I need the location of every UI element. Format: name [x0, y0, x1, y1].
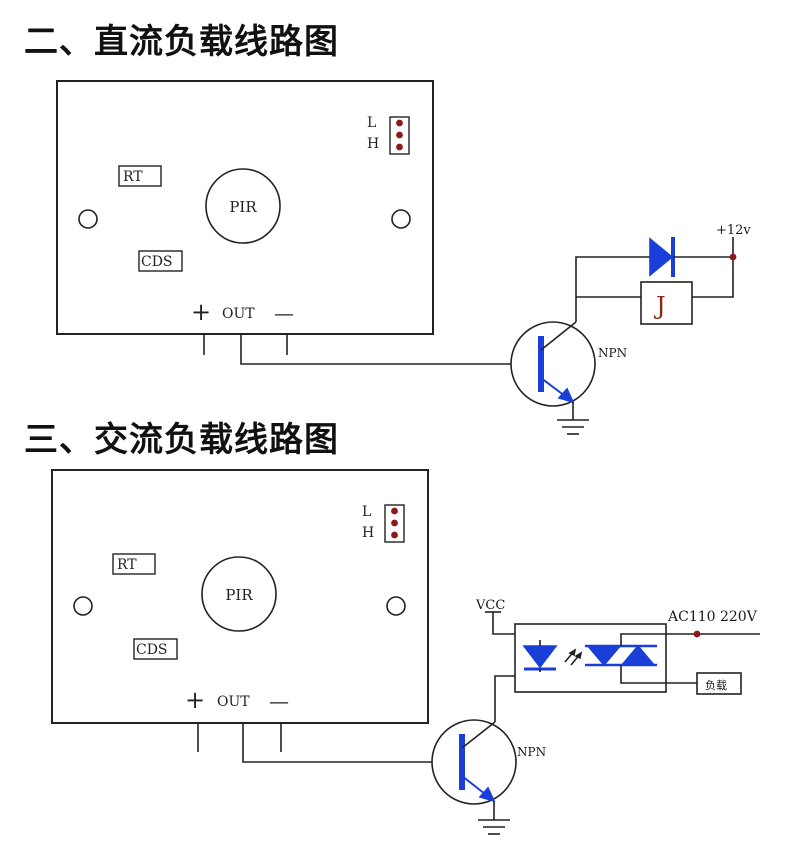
emitter-arrow: [478, 786, 496, 803]
supply-junction: [729, 253, 737, 261]
board-outline: [56, 80, 434, 335]
jumper-pin: [396, 119, 403, 127]
base-wire: [240, 355, 541, 365]
relay-label: J: [653, 292, 666, 320]
jumper-l-label: L: [362, 504, 371, 520]
relay-coil: [640, 281, 693, 325]
transistor-collector: [540, 321, 577, 351]
cds-label: CDS: [141, 254, 173, 270]
collector-wire: [575, 256, 650, 322]
jumper-pin: [396, 143, 403, 151]
triac-top-wire: [620, 633, 697, 646]
out-minus-sign: —: [269, 689, 289, 713]
vcc-label: VCC: [475, 598, 505, 613]
transistor-collector: [461, 721, 496, 749]
mounting-hole-left: [73, 596, 93, 616]
npn-transistor: [431, 719, 517, 805]
sensor-board-ac: PIR RT CDS L H + OUT —: [51, 469, 429, 752]
dc-load-circuit: [240, 237, 737, 435]
rt-label: RT: [117, 557, 137, 573]
jumper-pin: [391, 519, 398, 527]
cds-component: [133, 638, 178, 660]
mounting-hole-right: [391, 209, 411, 229]
out-minus-sign: —: [274, 301, 294, 325]
load-label: 负载: [705, 678, 727, 692]
ac-load-circuit: [242, 611, 760, 835]
rt-label: RT: [123, 169, 143, 185]
rt-component: [112, 553, 156, 575]
jumper-h-label: H: [367, 136, 379, 152]
jumper-pin: [391, 507, 398, 515]
npn-label: NPN: [598, 346, 627, 360]
mounting-hole-right: [386, 596, 406, 616]
sensor-board-dc: PIR RT CDS L H + OUT —: [56, 80, 434, 355]
cds-component: [138, 250, 183, 272]
ac-voltage-label: AC110 220V: [667, 609, 758, 625]
npn-transistor: [510, 321, 596, 407]
section-title-dc: 二、直流负载线路图: [24, 22, 339, 62]
out-label: OUT: [217, 694, 250, 710]
rt-component: [118, 165, 162, 187]
pir-sensor: [205, 168, 281, 244]
out-label: OUT: [222, 306, 255, 322]
flyback-diode: [649, 237, 674, 277]
load-box: [696, 672, 742, 695]
base-wire: [242, 752, 462, 763]
light-arrowhead: [568, 648, 577, 657]
pir-label: PIR: [225, 586, 253, 604]
npn-label: NPN: [517, 745, 546, 759]
jumper-l-label: L: [367, 115, 376, 131]
jumper-pin: [391, 531, 398, 539]
ac-junction: [693, 630, 701, 638]
supply-label: +12v: [716, 223, 751, 238]
jumper-pin: [396, 131, 403, 139]
pir-sensor: [201, 556, 277, 632]
out-plus-sign: +: [185, 686, 205, 714]
emitter-arrow: [557, 387, 575, 404]
out-plus-sign: +: [191, 298, 211, 326]
jumper-h-label: H: [362, 525, 374, 541]
mounting-hole-left: [78, 209, 98, 229]
relay-wire-right: [692, 257, 734, 298]
light-arrowhead: [574, 651, 583, 660]
triac-bottom-wire: [620, 665, 697, 684]
cds-label: CDS: [136, 642, 168, 658]
pir-label: PIR: [229, 198, 257, 216]
section-title-ac: 三、交流负载线路图: [24, 420, 339, 460]
